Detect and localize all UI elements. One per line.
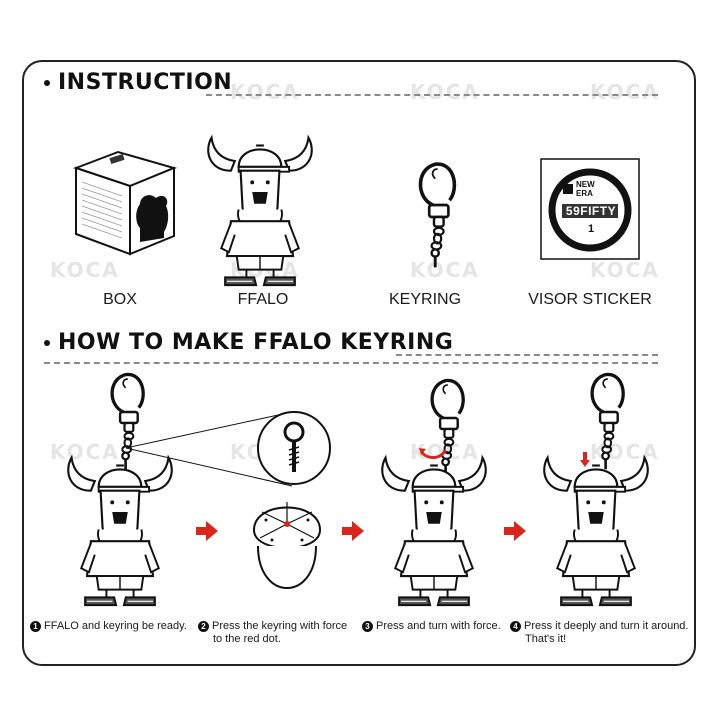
down-arrow-icon <box>580 452 590 467</box>
how-to-title: HOW TO MAKE FFALO KEYRING <box>58 330 454 355</box>
cap-top-view <box>252 502 322 589</box>
how-to-underline <box>44 362 658 364</box>
visor-sticker-illustration <box>540 158 640 260</box>
step-4-text-line1: Press it deeply and turn it around. <box>524 620 689 632</box>
bullet-icon <box>44 79 50 86</box>
item-label-keyring: KEYRING <box>388 291 462 308</box>
step-1-text: FFALO and keyring be ready. <box>44 620 187 632</box>
item-label-visor-sticker: VISOR STICKER <box>528 291 652 308</box>
sticker-brand-bottom: ERA <box>576 189 593 198</box>
step-4-ffalo <box>543 456 649 607</box>
step-3-text: Press and turn with force. <box>376 620 501 632</box>
step-number-badge: 2 <box>198 621 209 632</box>
step-4-text-line2: That's it! <box>525 633 567 645</box>
instruction-heading: INSTRUCTION <box>44 70 232 95</box>
sticker-number: 1 <box>587 223 595 235</box>
step-number-badge: 1 <box>30 621 41 632</box>
sticker-size: 59FIFTY <box>565 204 617 218</box>
item-label-box: BOX <box>103 291 137 308</box>
rotate-arrow-icon <box>419 448 447 459</box>
sticker-brand-top: NEW <box>576 180 595 189</box>
instruction-title: INSTRUCTION <box>58 70 233 95</box>
bullet-icon <box>44 339 50 346</box>
screw-eye-detail <box>257 411 331 485</box>
box-illustration <box>73 150 178 256</box>
step-2-text-line1: Press the keyring with force <box>212 620 348 632</box>
how-to-divider <box>396 354 658 356</box>
step-3-ffalo <box>381 456 487 607</box>
arrow-icon <box>196 521 218 541</box>
step-number-badge: 3 <box>362 621 373 632</box>
instruction-frame <box>22 60 696 666</box>
step-number-badge: 4 <box>510 621 521 632</box>
instruction-divider <box>206 94 658 96</box>
how-to-heading: HOW TO MAKE FFALO KEYRING <box>44 330 453 355</box>
arrow-icon <box>342 521 364 541</box>
arrow-icon <box>504 521 526 541</box>
item-label-ffalo: FFALO <box>237 291 289 308</box>
step-2-text-line2: to the red dot. <box>213 633 281 645</box>
